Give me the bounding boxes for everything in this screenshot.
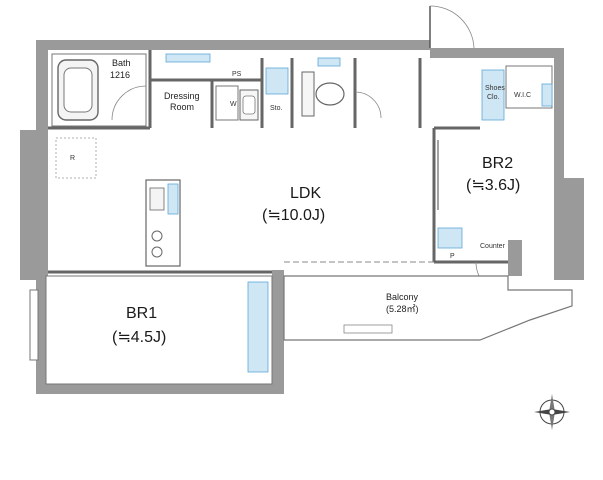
bath-door-swing — [111, 85, 147, 121]
interior-walls — [48, 50, 508, 274]
left-wall-upper — [36, 40, 48, 280]
balcony-name: Balcony — [386, 292, 419, 302]
storage-shelf — [265, 67, 289, 95]
entry-door-swing — [429, 5, 475, 49]
refrigerator-space — [55, 137, 97, 179]
br1-area: (≒4.5J) — [112, 329, 166, 346]
stove-icon — [151, 230, 163, 258]
storage-label: Sto. — [270, 105, 283, 112]
toilet-shelf — [317, 57, 341, 67]
linen-shelf — [165, 53, 211, 63]
right-column — [508, 240, 522, 276]
entrance: Shoes Clo. W.I.C — [429, 5, 553, 121]
toilet-icon — [301, 71, 345, 117]
left-wall-lower — [36, 280, 46, 392]
ldk-name: LDK — [290, 185, 321, 202]
toilet-door-swing — [354, 91, 382, 119]
br1-room: BR1 (≒4.5J) — [29, 275, 273, 385]
sink-icon — [239, 89, 259, 121]
balcony-area-label: (5.28㎡) — [386, 304, 419, 314]
right-wall-block — [554, 178, 584, 280]
dressing-room: Dressing Room W PS — [164, 53, 259, 121]
dressing-label-2: Room — [170, 102, 194, 112]
bath-name: Bath — [112, 58, 131, 68]
br2-room: BR2 (≒3.6J) Counter P — [437, 155, 520, 295]
balcony-area: Balcony (5.28㎡) — [283, 261, 573, 341]
bottom-wall — [36, 384, 282, 394]
ps-label: PS — [232, 71, 242, 78]
washer-label: W — [230, 101, 237, 108]
wic-label: W.I.C — [514, 92, 531, 99]
shoe-closet-label-2: Clo. — [487, 94, 500, 101]
top-wall-right — [430, 48, 560, 58]
br2-name: BR2 — [482, 155, 513, 172]
dressing-label-1: Dressing — [164, 91, 200, 101]
drying-rack — [343, 324, 393, 334]
shoe-closet — [481, 69, 505, 121]
ldk-area: (≒10.0J) — [262, 207, 325, 224]
right-wall-upper — [554, 48, 564, 178]
sink-icon — [149, 187, 165, 211]
bath-room: Bath 1216 — [51, 53, 147, 127]
br2-closet — [437, 227, 463, 249]
exterior-walls — [20, 40, 584, 394]
br1-name: BR1 — [126, 305, 157, 322]
shoe-closet-label-1: Shoes — [485, 85, 505, 92]
ldk-room: R LDK (≒10.0J) — [55, 137, 439, 267]
bath-size: 1216 — [110, 70, 130, 80]
top-wall — [36, 40, 430, 50]
br1-right-wall — [272, 270, 284, 394]
br1-closet — [247, 281, 269, 373]
counter-label: Counter — [480, 243, 506, 250]
bathtub-icon — [57, 59, 99, 121]
pipe-label: P — [450, 253, 455, 260]
balcony-outline — [283, 275, 573, 341]
refrigerator-label: R — [70, 155, 75, 162]
left-wall-block — [20, 130, 38, 280]
toilet-room: Sto. — [265, 57, 382, 119]
br1-outline — [45, 275, 273, 385]
washer-space — [215, 85, 239, 121]
br1-window — [29, 289, 39, 361]
kitchen-shelf — [167, 183, 179, 215]
wic-shelf — [541, 83, 553, 107]
br2-area: (≒3.6J) — [466, 177, 520, 194]
compass-rose-icon — [534, 394, 570, 430]
